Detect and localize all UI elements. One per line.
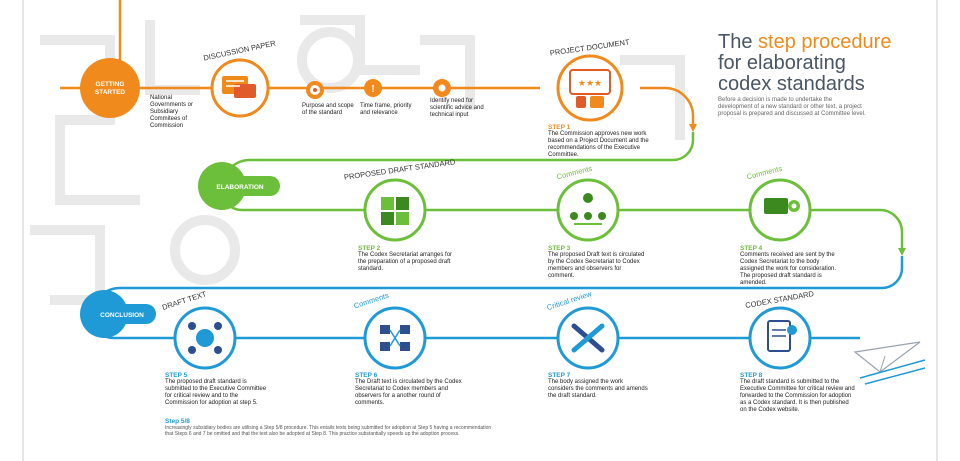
paper-plane-icon [853,341,926,385]
step-7-text: The body assigned the work considers the… [548,379,648,399]
time-text: Time frame, priority and relevance [360,103,412,116]
step-3-label: STEP 3 [548,245,571,252]
timer-icon: ! [364,79,382,97]
project-document-node: ★★★ [556,54,624,122]
step-8-text: The draft standard is submitted to the E… [740,379,855,413]
comments-node-green-1 [556,178,620,242]
green-arrowhead [898,248,906,256]
step-5-text: The proposed draft standard is submitted… [165,379,267,406]
purpose-text: Purpose and scope of the standard [302,103,354,116]
svg-text:CONCLUSION: CONCLUSION [100,312,144,319]
svg-text:ELABORATION: ELABORATION [216,184,263,191]
step-3-text: The proposed Draft text is circulated by… [548,252,645,279]
critical-review-node [556,306,620,370]
proposed-draft-node [363,178,427,242]
svg-text:★★★: ★★★ [578,78,602,88]
page-title: The step procedure for elaborating codex… [718,32,928,95]
draft-text-node [173,306,237,370]
step-6-text: The Draft text is circulated by the Code… [355,379,462,406]
step-7-label: STEP 7 [548,372,571,379]
svg-text:STARTED: STARTED [95,89,126,96]
identify-text: Identify need for scientific advice and … [430,98,484,118]
step-2-text: The Codex Secretariat arranges for the p… [358,252,453,272]
intro-text: Before a decision is made to undertake t… [718,97,866,117]
getting-started-pill: GETTING STARTED [80,58,140,118]
title-line-3: codex standards [718,73,865,95]
step-8-label: STEP 8 [740,372,763,379]
svg-text:GETTING: GETTING [96,81,125,88]
step-1-label: STEP 1 [548,124,571,131]
comments-node-blue [363,306,427,370]
step-2-label: STEP 2 [358,245,381,252]
cog-icon [433,79,451,97]
svg-text:!: ! [371,84,374,95]
comments-node-green-2 [748,178,812,242]
step-5-label: STEP 5 [165,372,188,379]
orange-arrowhead [689,124,697,132]
title-prefix: The [718,31,759,53]
title-line-2: for elaborating [718,52,846,74]
title-accent: step procedure [758,31,892,53]
comments-label-3: Comments [353,291,391,311]
conclusion-pill: CONCLUSION [80,290,156,338]
target-icon [306,81,324,99]
step-4-label: STEP 4 [740,245,763,252]
step-5-8-text: Increasingly subsidiary bodies are utili… [165,425,492,437]
step-5-8-label: Step 5/8 [165,418,190,425]
step-4-text: Comments received are sent by the Codex … [740,252,837,286]
who-text: National Governments or Subsidiary Commi… [150,95,194,129]
step-6-label: STEP 6 [355,372,378,379]
codex-standard-node [748,306,812,370]
discussion-paper-node [210,58,270,118]
elaboration-pill: ELABORATION [198,162,280,210]
step-1-text: The Commission approves new work based o… [548,131,649,158]
